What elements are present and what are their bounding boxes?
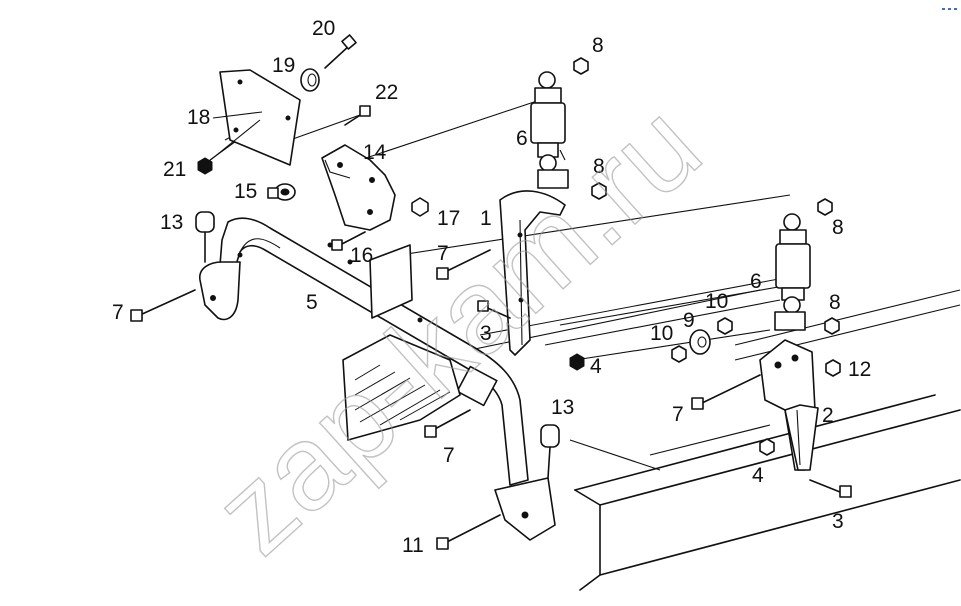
callout-4-b: 4 (752, 464, 764, 487)
callout-3-b: 3 (832, 510, 844, 533)
callout-12: 12 (848, 358, 871, 381)
bushing-19 (300, 68, 320, 92)
callout-1: 1 (480, 207, 492, 230)
callout-13-upper: 13 (160, 211, 183, 234)
bushing-9 (689, 329, 711, 355)
callout-2: 2 (822, 404, 834, 427)
callout-7-a: 7 (112, 301, 124, 324)
callout-11: 11 (402, 534, 424, 557)
bolt-22 (344, 105, 371, 126)
nut-10-b (717, 317, 733, 335)
nut-10-a (671, 345, 687, 363)
callout-8-a: 8 (592, 34, 604, 57)
callout-9: 9 (683, 309, 695, 332)
bushing-15 (267, 183, 296, 201)
nut-8-d (824, 317, 840, 335)
bolt-20 (324, 34, 357, 69)
callout-4-a: 4 (590, 355, 602, 378)
callout-14: 14 (363, 141, 387, 164)
bracket-14 (321, 144, 396, 231)
nut-12 (825, 359, 841, 377)
bolt-7-d (424, 409, 471, 438)
callout-6-upper: 6 (516, 127, 528, 150)
callout-10-a: 10 (650, 322, 673, 345)
nut-8-b (591, 182, 607, 200)
callout-21: 21 (163, 158, 186, 181)
label-leaders (207, 111, 566, 163)
nut-8-a (573, 57, 589, 75)
callout-5: 5 (306, 291, 318, 314)
nut-4-b (759, 438, 775, 456)
callout-17: 17 (437, 207, 460, 230)
callout-16: 16 (350, 244, 373, 267)
callout-19: 19 (272, 54, 295, 77)
callout-22: 22 (375, 81, 398, 104)
callout-3-a: 3 (480, 322, 492, 345)
nut-17 (411, 197, 429, 217)
callout-20: 20 (312, 17, 335, 40)
callout-18: 18 (187, 106, 210, 129)
shock-absorber-6-lower (774, 213, 811, 331)
bolt-7-b (436, 249, 491, 280)
callout-8-c: 8 (832, 216, 844, 239)
leader-lines (209, 99, 801, 361)
callout-8-b: 8 (593, 155, 605, 178)
callout-10-b: 10 (705, 290, 728, 313)
bracket-18 (219, 69, 301, 166)
bolt-7-c (691, 374, 761, 410)
frame-rail (569, 289, 961, 591)
mounting-plate (342, 244, 461, 441)
cross-bar-5 (199, 217, 556, 541)
bracket-2 (759, 339, 819, 471)
nut-4-a (569, 353, 585, 371)
callout-15: 15 (234, 180, 257, 203)
callout-7-b: 7 (437, 242, 449, 265)
bolt-3-a (477, 300, 511, 319)
callout-6-lower: 6 (750, 270, 762, 293)
callout-7-d: 7 (443, 444, 455, 467)
buffer-13-upper (195, 211, 215, 263)
callout-8-d: 8 (829, 291, 841, 314)
bolt-11 (436, 514, 501, 550)
callout-7-c: 7 (672, 403, 684, 426)
bolt-7-a (130, 289, 196, 322)
callout-13-lower: 13 (551, 396, 574, 419)
callout-labels: 20 19 22 18 21 14 15 13 17 1 16 7 5 7 3 … (112, 17, 871, 557)
bracket-1 (499, 190, 566, 356)
nut-8-c (817, 198, 833, 216)
shock-absorber-6-upper (530, 71, 569, 189)
bolt-3-b (809, 479, 852, 498)
buffer-13-lower (540, 424, 560, 479)
bolt-16 (331, 231, 366, 251)
